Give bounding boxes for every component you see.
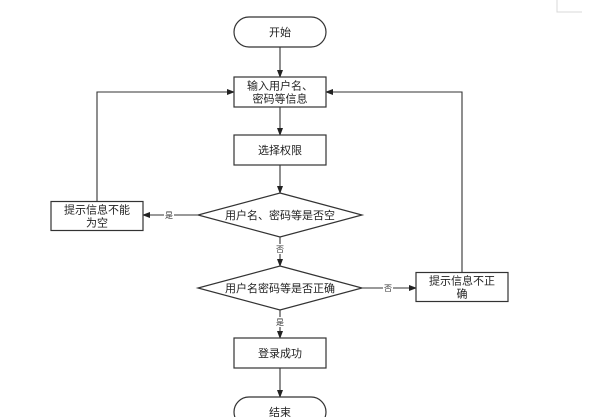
connector-arrow [325, 89, 463, 272]
edge-msg_incorrect-to-input [325, 89, 463, 272]
node-label: 用户名密码等是否正确 [225, 281, 335, 295]
edge-label-bg [275, 244, 285, 254]
edge-check_correct-to-success: 是 [275, 310, 285, 339]
edge-label-bg [275, 317, 285, 327]
process-shape [50, 200, 144, 232]
edge-check_correct-to-msg_incorrect: 否 [362, 283, 417, 293]
edge-label: 是 [276, 318, 284, 327]
node-input: 输入用户名、密码等信息 [233, 76, 327, 108]
process-shape [233, 134, 327, 166]
decision-shape [195, 265, 365, 311]
node-label: 密码等信息 [253, 92, 308, 106]
node-label: 提示信息不正 [429, 274, 495, 288]
node-success: 登录成功 [233, 337, 327, 369]
process-shape [233, 76, 327, 108]
node-label: 用户名、密码等是否空 [225, 208, 335, 222]
node-end: 结束 [233, 396, 327, 417]
page-corner-mark [556, 0, 582, 13]
node-label: 提示信息不能 [64, 203, 130, 217]
node-label: 结束 [269, 406, 291, 417]
process-shape [415, 271, 509, 303]
terminal-shape [233, 16, 327, 48]
edge-check_empty-to-msg_empty: 是 [142, 210, 198, 220]
node-check-correct: 用户名密码等是否正确 [195, 265, 365, 311]
terminal-shape [233, 396, 327, 417]
decision-shape [195, 192, 365, 238]
node-select: 选择权限 [233, 134, 327, 166]
edge-label: 否 [384, 284, 392, 293]
process-shape [233, 337, 327, 369]
edge-label-bg [383, 283, 393, 293]
node-label: 确 [457, 288, 468, 301]
edge-label: 是 [165, 211, 173, 220]
edge-label: 否 [276, 245, 284, 254]
node-start: 开始 [233, 16, 327, 48]
node-label: 为空 [86, 216, 108, 230]
edge-label-bg [164, 210, 174, 220]
node-label: 输入用户名、 [247, 79, 313, 93]
node-label: 登录成功 [258, 346, 302, 360]
node-label: 选择权限 [258, 143, 302, 157]
edge-msg_empty-to-input [96, 89, 235, 201]
edge-check_empty-to-check_correct: 否 [275, 237, 285, 267]
connector-arrow [96, 89, 235, 201]
node-check-empty: 用户名、密码等是否空 [195, 192, 365, 238]
node-label: 开始 [269, 25, 291, 39]
